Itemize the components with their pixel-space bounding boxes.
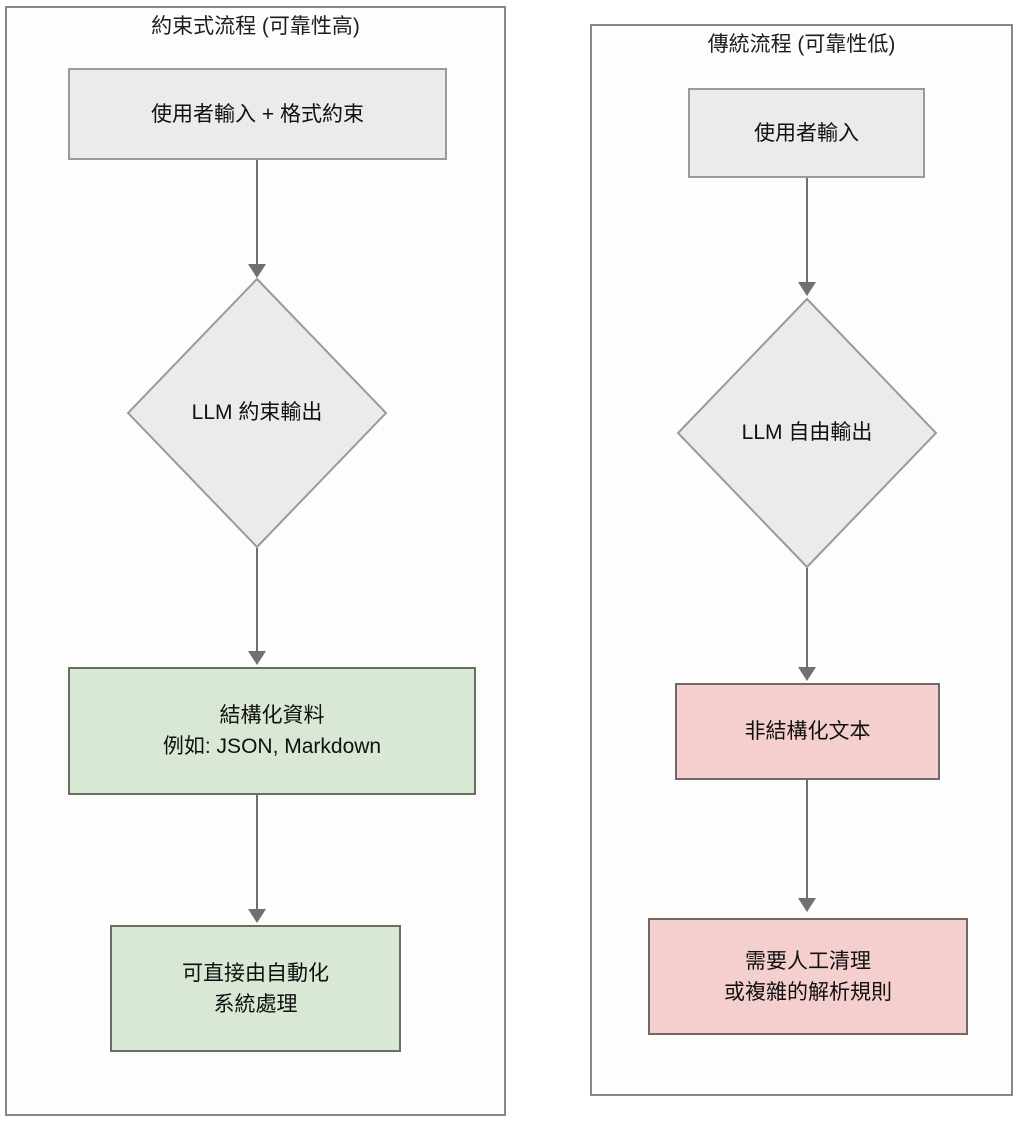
node-manual-cleanup-required[interactable]: 需要人工清理 或複雜的解析規則 xyxy=(648,918,968,1035)
node-label: 使用者輸入 xyxy=(754,121,859,145)
arrowhead-left-3-icon xyxy=(248,909,266,923)
node-label-line1: 結構化資料 xyxy=(219,704,325,727)
panel-constrained-flow-title: 約束式流程 (可靠性高) xyxy=(151,15,360,38)
arrowhead-right-1-icon xyxy=(798,282,816,296)
node-automation-ready[interactable]: 可直接由自動化 系統處理 xyxy=(110,925,401,1052)
node-label: 結構化資料 例如: JSON, Markdown xyxy=(153,700,391,762)
arrowhead-left-2-icon xyxy=(248,651,266,665)
node-label: 可直接由自動化 系統處理 xyxy=(172,958,339,1020)
node-label-line1: 需要人工清理 xyxy=(745,949,871,973)
diamond-shape-icon xyxy=(126,277,388,549)
node-label: LLM 自由輸出 xyxy=(741,421,873,444)
node-label-line1: 可直接由自動化 xyxy=(182,961,329,985)
node-label: LLM 約束輸出 xyxy=(191,401,323,424)
diamond-shape-icon xyxy=(676,297,938,569)
arrowhead-right-3-icon xyxy=(798,898,816,912)
node-unstructured-text[interactable]: 非結構化文本 xyxy=(675,683,940,780)
node-user-input[interactable]: 使用者輸入 xyxy=(688,88,925,178)
arrowhead-right-2-icon xyxy=(798,667,816,681)
node-label: 非結構化文本 xyxy=(744,720,871,743)
connector-left-3 xyxy=(256,795,258,911)
connector-left-1 xyxy=(256,160,258,270)
node-label: 使用者輸入 + 格式約束 xyxy=(151,102,364,126)
connector-right-3 xyxy=(806,780,808,900)
node-label-line2: 系統處理 xyxy=(213,992,298,1016)
node-user-input-with-format-constraint[interactable]: 使用者輸入 + 格式約束 xyxy=(68,68,447,160)
node-label-line2: 例如: JSON, Markdown xyxy=(162,735,382,758)
connector-left-2 xyxy=(256,548,258,654)
panel-traditional-flow-title: 傳統流程 (可靠性低) xyxy=(707,33,896,56)
connector-right-2 xyxy=(806,568,808,669)
connector-right-1 xyxy=(806,178,808,286)
node-label-line2: 或複雜的解析規則 xyxy=(724,980,892,1004)
node-label: 需要人工清理 或複雜的解析規則 xyxy=(714,946,902,1008)
node-llm-constrained-output[interactable]: LLM 約束輸出 xyxy=(126,277,388,549)
arrowhead-left-1-icon xyxy=(248,264,266,278)
node-llm-free-output[interactable]: LLM 自由輸出 xyxy=(676,297,938,569)
node-structured-data[interactable]: 結構化資料 例如: JSON, Markdown xyxy=(68,667,476,795)
